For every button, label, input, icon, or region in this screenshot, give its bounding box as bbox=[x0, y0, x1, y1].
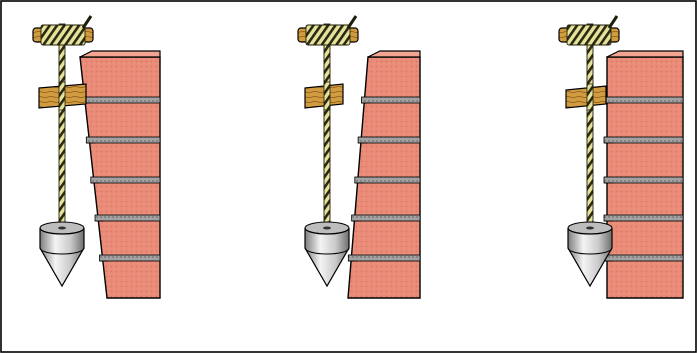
rope-icon bbox=[323, 23, 331, 230]
rope-icon bbox=[586, 23, 594, 230]
wall-top bbox=[367, 50, 421, 58]
wooden-spacer-icon bbox=[565, 83, 607, 111]
spacer-block bbox=[565, 85, 607, 109]
mortar-course bbox=[361, 96, 421, 104]
wooden-spacer-icon bbox=[38, 81, 87, 111]
bob-body bbox=[304, 227, 350, 288]
rope-icon bbox=[58, 23, 66, 230]
mortar-course bbox=[603, 214, 684, 222]
mortar-course bbox=[603, 176, 684, 184]
rope-coil bbox=[305, 24, 351, 46]
brick-wall-icon bbox=[347, 50, 421, 299]
wooden-crossbar-icon bbox=[558, 15, 620, 46]
mortar-course bbox=[351, 214, 421, 222]
bob-rim bbox=[304, 247, 350, 255]
mortar-course bbox=[354, 176, 421, 184]
bob-hole bbox=[58, 226, 66, 230]
rope bbox=[58, 23, 66, 230]
wooden-spacer-icon bbox=[304, 81, 344, 111]
bob-hole bbox=[323, 226, 331, 230]
mortar-course bbox=[347, 254, 421, 262]
plumb-bob-icon bbox=[39, 221, 85, 288]
rope bbox=[586, 23, 594, 230]
mortar-course bbox=[81, 96, 161, 104]
mortar-course bbox=[85, 136, 161, 144]
rope-end bbox=[607, 15, 619, 29]
wall-top bbox=[79, 50, 161, 58]
mortar-course bbox=[90, 176, 161, 184]
plumb-bob-icon bbox=[567, 221, 613, 288]
bob-rim bbox=[567, 247, 613, 255]
rope-through-spacer bbox=[323, 81, 331, 111]
mortar-course bbox=[603, 254, 684, 262]
mortar-course bbox=[603, 136, 684, 144]
rope-end bbox=[81, 15, 93, 29]
brick-wall-icon bbox=[79, 50, 161, 299]
rope-coil bbox=[566, 24, 612, 46]
panel-3 bbox=[558, 15, 684, 299]
bob-rim bbox=[39, 247, 85, 255]
rope-through-spacer bbox=[586, 83, 594, 111]
wooden-crossbar-icon bbox=[297, 15, 359, 46]
rope-coil bbox=[40, 24, 86, 46]
bob-body bbox=[39, 227, 85, 288]
wall-top bbox=[606, 50, 684, 58]
rope-end bbox=[346, 15, 358, 29]
mortar-course bbox=[94, 214, 161, 222]
brick-wall-icon bbox=[603, 50, 684, 299]
rope bbox=[323, 23, 331, 230]
panel-2 bbox=[297, 15, 421, 299]
mortar-course bbox=[603, 96, 684, 104]
wooden-crossbar-icon bbox=[32, 15, 94, 46]
mortar-course bbox=[357, 136, 421, 144]
plumb-bob-icon bbox=[304, 221, 350, 288]
bob-hole bbox=[586, 226, 594, 230]
rope-through-spacer bbox=[58, 81, 66, 111]
mortar-course bbox=[99, 254, 161, 262]
panel-1 bbox=[32, 15, 161, 299]
bob-body bbox=[567, 227, 613, 288]
